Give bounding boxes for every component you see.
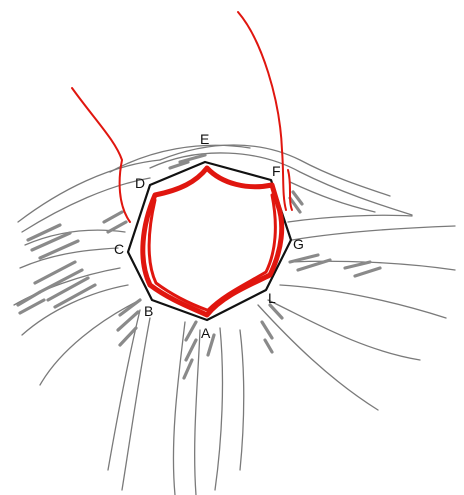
sketch-line	[18, 160, 160, 222]
vertex-label-b: B	[144, 303, 153, 319]
sketch-line	[280, 285, 446, 318]
red-leader-left	[72, 88, 130, 222]
hatch	[262, 322, 272, 352]
sketch-line	[288, 215, 412, 222]
sketch-line	[173, 322, 185, 495]
vertex-label-c: C	[114, 241, 124, 257]
hatch	[184, 322, 196, 378]
vertex-label-f: F	[272, 163, 281, 179]
red-boundary-stroke	[149, 200, 207, 310]
sketch-line	[108, 310, 140, 470]
hatch	[104, 212, 126, 232]
hatch	[290, 255, 380, 276]
vertex-label-e: E	[200, 131, 209, 147]
red-leader-right-tail	[288, 170, 292, 210]
hatch	[270, 305, 282, 318]
sketch-line	[215, 328, 222, 490]
red-leader-right	[238, 12, 286, 210]
sketch-line	[292, 226, 455, 240]
sketch-line	[258, 305, 378, 410]
sketch-line	[240, 330, 244, 470]
sketch-line	[268, 300, 420, 360]
hatch	[18, 292, 44, 313]
sketch-line	[122, 318, 150, 490]
radiating-sketch-lines	[14, 145, 455, 495]
sketch-line	[195, 330, 200, 495]
vertex-label-l: L	[268, 290, 276, 306]
red-boundary-stroke	[208, 195, 275, 310]
vertex-label-g: G	[293, 236, 304, 252]
vertex-label-a: A	[201, 325, 211, 341]
hatch	[170, 155, 205, 168]
vertex-label-d: D	[135, 175, 145, 191]
